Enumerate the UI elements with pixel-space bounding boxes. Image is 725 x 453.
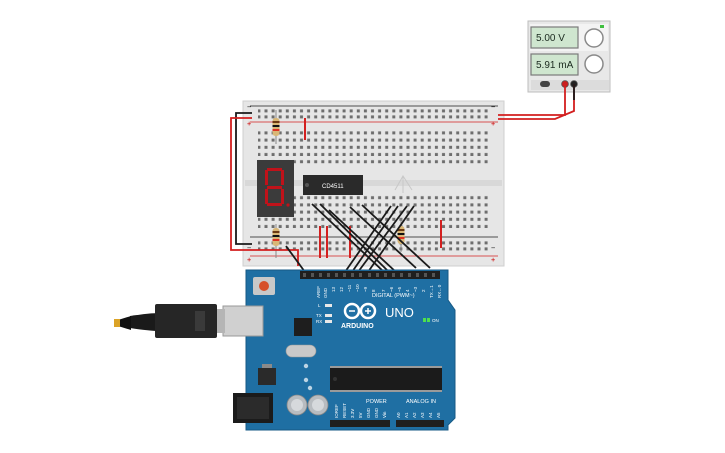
current-readout: 5.91 mA <box>536 60 574 71</box>
pin-label-6: ~6 <box>389 286 394 292</box>
pin-label-13: 13 <box>331 286 336 292</box>
psu-indicator-light <box>600 25 604 28</box>
ic-label: CD4511 <box>322 184 344 190</box>
voltage-knob[interactable] <box>584 28 604 48</box>
resistor-top-left[interactable] <box>272 110 280 144</box>
pin-label-7: 7 <box>381 289 386 292</box>
led-tx-label: TX <box>316 313 322 318</box>
led-on-label: ON <box>432 318 439 323</box>
arduino-uno-board[interactable]: AREF GND 13 12 ~11 ~10 ~9 8 7 ~6 ~5 4 ~3… <box>114 269 456 431</box>
voltage-regulator <box>258 368 276 385</box>
led-l <box>325 304 332 307</box>
svg-text:+: + <box>247 256 251 264</box>
crystal-oscillator <box>285 344 317 358</box>
svg-text:−: − <box>247 103 251 111</box>
led-l-label: L <box>318 303 321 308</box>
svg-text:−: − <box>491 103 495 111</box>
pin-label-aref: AREF <box>316 286 321 298</box>
pin-label-gnd: GND <box>323 287 328 298</box>
svg-text:+: + <box>247 120 251 128</box>
wire-black-left-rail[interactable] <box>235 112 252 245</box>
power-supply[interactable]: 5.00 V 5.91 mA <box>527 20 611 93</box>
pin-label-8: 8 <box>371 289 376 292</box>
pin-label-a5: A5 <box>436 412 441 418</box>
analog-header-label: ANALOG IN <box>406 399 436 405</box>
arduino-brand-label: ARDUINO <box>341 323 374 330</box>
arduino-model-label: UNO <box>385 305 414 320</box>
reset-button[interactable] <box>253 277 275 295</box>
pin-label-1: TX→1 <box>429 285 434 298</box>
pin-label-ioref: IOREF <box>334 404 339 418</box>
seven-segment-display[interactable] <box>257 160 294 217</box>
current-display <box>530 53 579 76</box>
led-rx <box>325 320 332 323</box>
voltage-readout: 5.00 V <box>536 33 565 44</box>
usb-chip <box>294 318 312 336</box>
wire-red-left-rail[interactable] <box>230 117 299 266</box>
svg-text:−: − <box>247 244 251 252</box>
usb-cable[interactable] <box>114 304 217 338</box>
wire-black-gnd[interactable] <box>285 245 306 273</box>
data-wires[interactable] <box>311 203 431 273</box>
analog-header <box>396 420 444 427</box>
pin-label-vin: Vin <box>382 411 387 418</box>
voltage-display <box>530 26 579 49</box>
current-knob[interactable] <box>584 54 604 74</box>
svg-text:+: + <box>491 256 495 264</box>
pin-label-a2: A2 <box>412 412 417 418</box>
led-on <box>423 318 426 322</box>
digital-header-label: DIGITAL (PWM~) <box>372 293 415 299</box>
pin-label-4: 4 <box>405 289 410 292</box>
ic-cd4511[interactable]: CD4511 <box>303 175 363 195</box>
pin-label-a0: A0 <box>396 412 401 418</box>
power-header-label: POWER <box>366 399 387 405</box>
pin-label-gnd-1: GND <box>366 407 371 418</box>
svg-text:+: + <box>491 120 495 128</box>
dc-power-jack[interactable] <box>233 393 273 423</box>
pin-label-5v: 5V <box>358 412 363 418</box>
pin-label-11: ~11 <box>347 284 352 292</box>
pin-label-reset: RESET <box>342 403 347 418</box>
resistor-bottom-left[interactable] <box>272 224 280 258</box>
pin-label-a1: A1 <box>404 412 409 418</box>
pin-label-10: ~10 <box>355 284 360 292</box>
pin-label-a3: A3 <box>420 412 425 418</box>
psu-power-switch[interactable] <box>540 81 550 87</box>
pin-label-2: 2 <box>421 289 426 292</box>
capacitor-2 <box>307 394 329 416</box>
digit-segments <box>265 168 290 207</box>
usb-port[interactable] <box>217 305 264 337</box>
led-outline <box>394 175 413 193</box>
led-rx-label: RX <box>316 319 322 324</box>
svg-text:−: − <box>491 244 495 252</box>
capacitor-1 <box>286 394 308 416</box>
pin-label-gnd-2: GND <box>374 407 379 418</box>
led-tx <box>325 314 332 317</box>
pin-label-5: ~5 <box>397 286 402 292</box>
atmega-microcontroller <box>330 366 442 392</box>
pin-label-a4: A4 <box>428 412 433 418</box>
power-header <box>330 420 390 427</box>
pin-label-3: ~3 <box>413 286 418 292</box>
pin-label-0: RX←0 <box>437 284 442 298</box>
arduino-infinity-logo <box>343 302 377 320</box>
pin-label-9: ~9 <box>363 286 368 292</box>
pin-label-12: 12 <box>339 286 344 292</box>
pin-label-3v3: 3.3V <box>350 409 355 418</box>
